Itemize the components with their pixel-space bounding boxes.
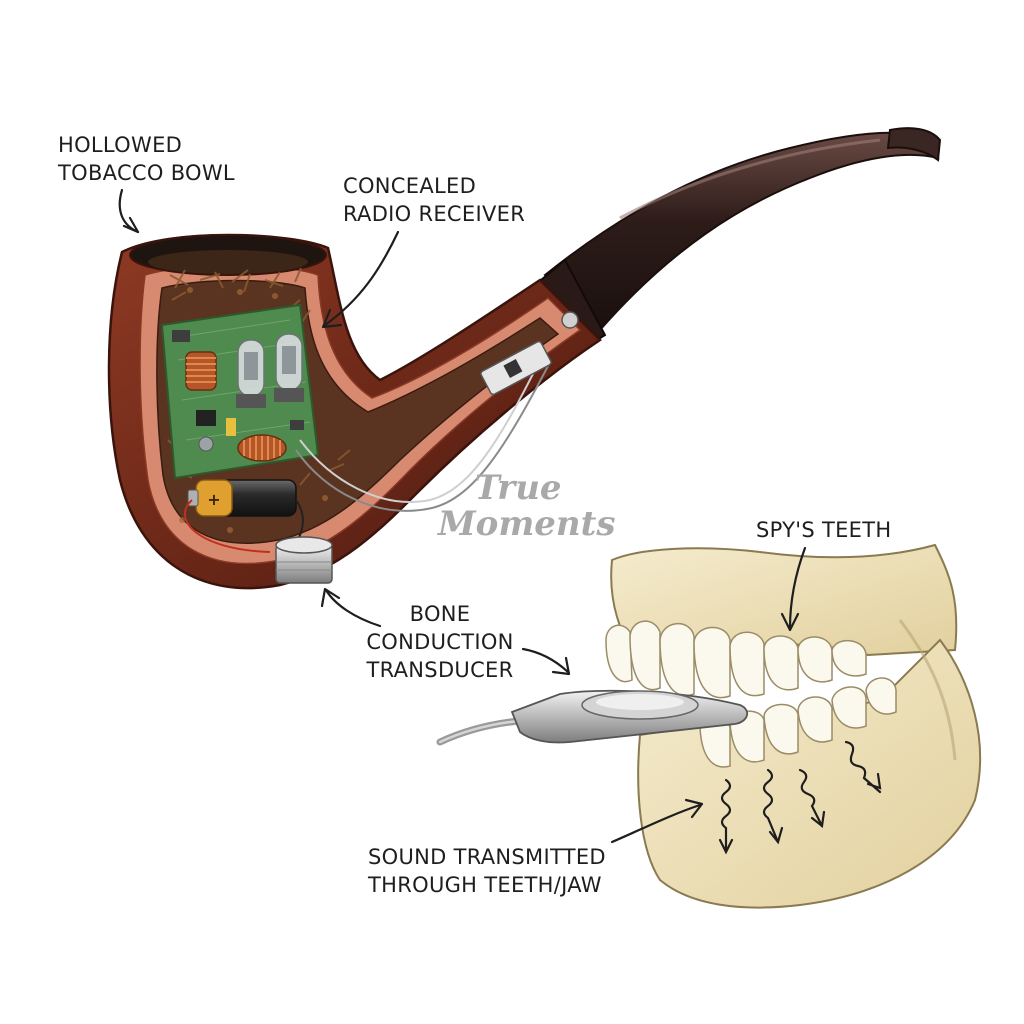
label-line: SPY'S TEETH [756, 518, 892, 542]
watermark-line: Moments [438, 504, 616, 544]
label-line: RADIO RECEIVER [343, 202, 526, 226]
label-line: SOUND TRANSMITTED [368, 845, 606, 869]
label-hollowed-tobacco-bowl: HOLLOWED TOBACCO BOWL [58, 131, 235, 187]
label-line: TOBACCO BOWL [58, 161, 235, 185]
battery: + [187, 479, 297, 517]
svg-text:+: + [207, 490, 220, 509]
label-concealed-radio-receiver: CONCEALED RADIO RECEIVER [343, 172, 525, 228]
label-bone-conduction-transducer: BONE CONDUCTION TRANSDUCER [364, 600, 516, 684]
label-spys-teeth: SPY'S TEETH [756, 516, 891, 544]
radio-receiver-circuit [160, 303, 320, 480]
upper-teeth [605, 620, 867, 699]
callout-arrows [118, 188, 807, 844]
sound-wave-arrows [718, 740, 882, 855]
label-line: CONCEALED [343, 174, 477, 198]
inductor-coil [237, 434, 287, 462]
label-line: HOLLOWED [58, 133, 183, 157]
bowl-callout-arrow [118, 188, 140, 234]
shank-switch [480, 340, 552, 396]
transducer-callout-arrow [320, 587, 382, 628]
pipe-stem [543, 131, 940, 332]
radio-callout-arrow [321, 230, 400, 329]
mouth-transducer-callout-arrow [521, 647, 571, 676]
spy-jaw [436, 543, 982, 909]
tobacco-pipe: + [107, 127, 942, 590]
label-line: BONE [409, 602, 471, 626]
watermark: True Moments [438, 468, 616, 544]
sound-callout-arrow [610, 798, 704, 844]
inductor-coil [185, 351, 217, 391]
bone-conduction-transducer [275, 536, 333, 584]
teeth-callout-arrow [780, 546, 807, 632]
vacuum-tube [236, 339, 266, 408]
label-line: TRANSDUCER [366, 658, 514, 682]
vacuum-tube [274, 333, 304, 402]
label-sound-transmitted: SOUND TRANSMITTED THROUGH TEETH/JAW [368, 843, 606, 899]
watermark-line: True [474, 468, 562, 508]
pipe-mouthpiece [886, 127, 942, 162]
label-line: CONDUCTION [366, 630, 514, 654]
label-line: THROUGH TEETH/JAW [368, 873, 602, 897]
mouth-transducer [436, 689, 749, 746]
